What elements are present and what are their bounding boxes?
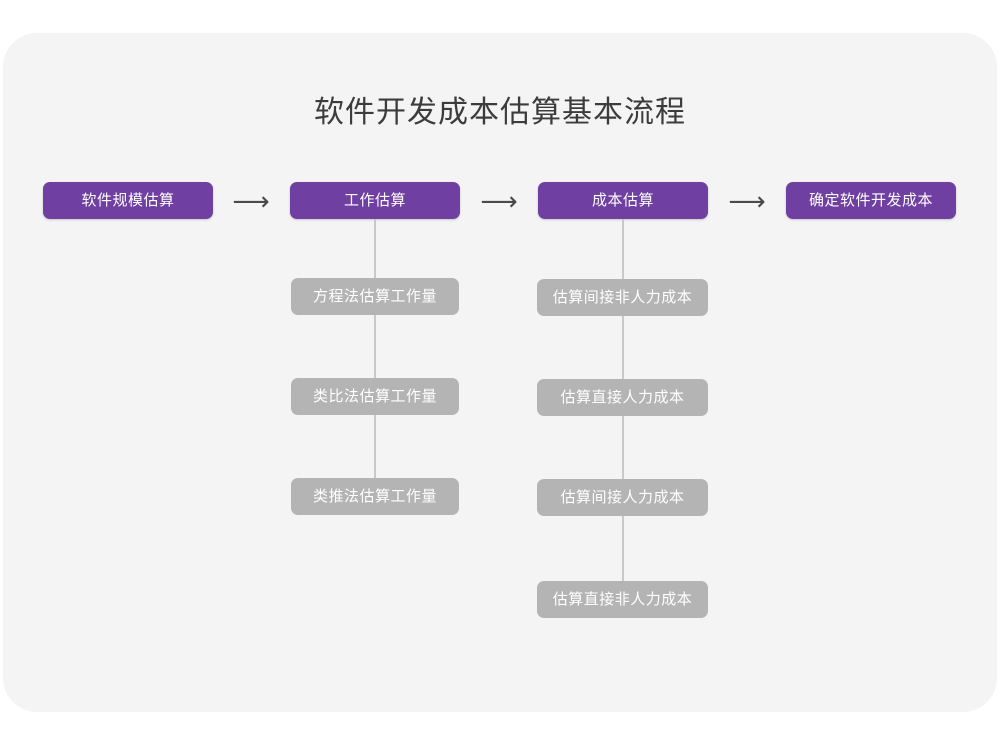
flow-node-determine-development-cost[interactable]: 确定软件开发成本	[786, 182, 956, 219]
page-title: 软件开发成本估算基本流程	[314, 96, 686, 129]
sub-node-inference-method-effort[interactable]: 类推法估算工作量	[291, 478, 459, 515]
sub-node-analogy-method-effort[interactable]: 类比法估算工作量	[291, 378, 459, 415]
flow-node-software-scale-estimation[interactable]: 软件规模估算	[43, 182, 213, 219]
sub-node-equation-method-effort[interactable]: 方程法估算工作量	[291, 278, 459, 315]
arrow-right-icon-1: ⟶	[232, 186, 270, 216]
sub-node-indirect-labor-cost[interactable]: 估算间接人力成本	[537, 479, 708, 516]
connector-line-work-estimation	[374, 219, 376, 499]
arrow-right-icon-2: ⟶	[480, 186, 518, 216]
arrow-right-icon-3: ⟶	[728, 186, 766, 216]
sub-node-direct-non-labor-cost[interactable]: 估算直接非人力成本	[537, 581, 708, 618]
flow-node-cost-estimation[interactable]: 成本估算	[538, 182, 708, 219]
diagram-card-background	[3, 33, 997, 712]
sub-node-direct-labor-cost[interactable]: 估算直接人力成本	[537, 379, 708, 416]
flow-node-work-estimation[interactable]: 工作估算	[290, 182, 460, 219]
sub-node-indirect-non-labor-cost[interactable]: 估算间接非人力成本	[537, 279, 708, 316]
